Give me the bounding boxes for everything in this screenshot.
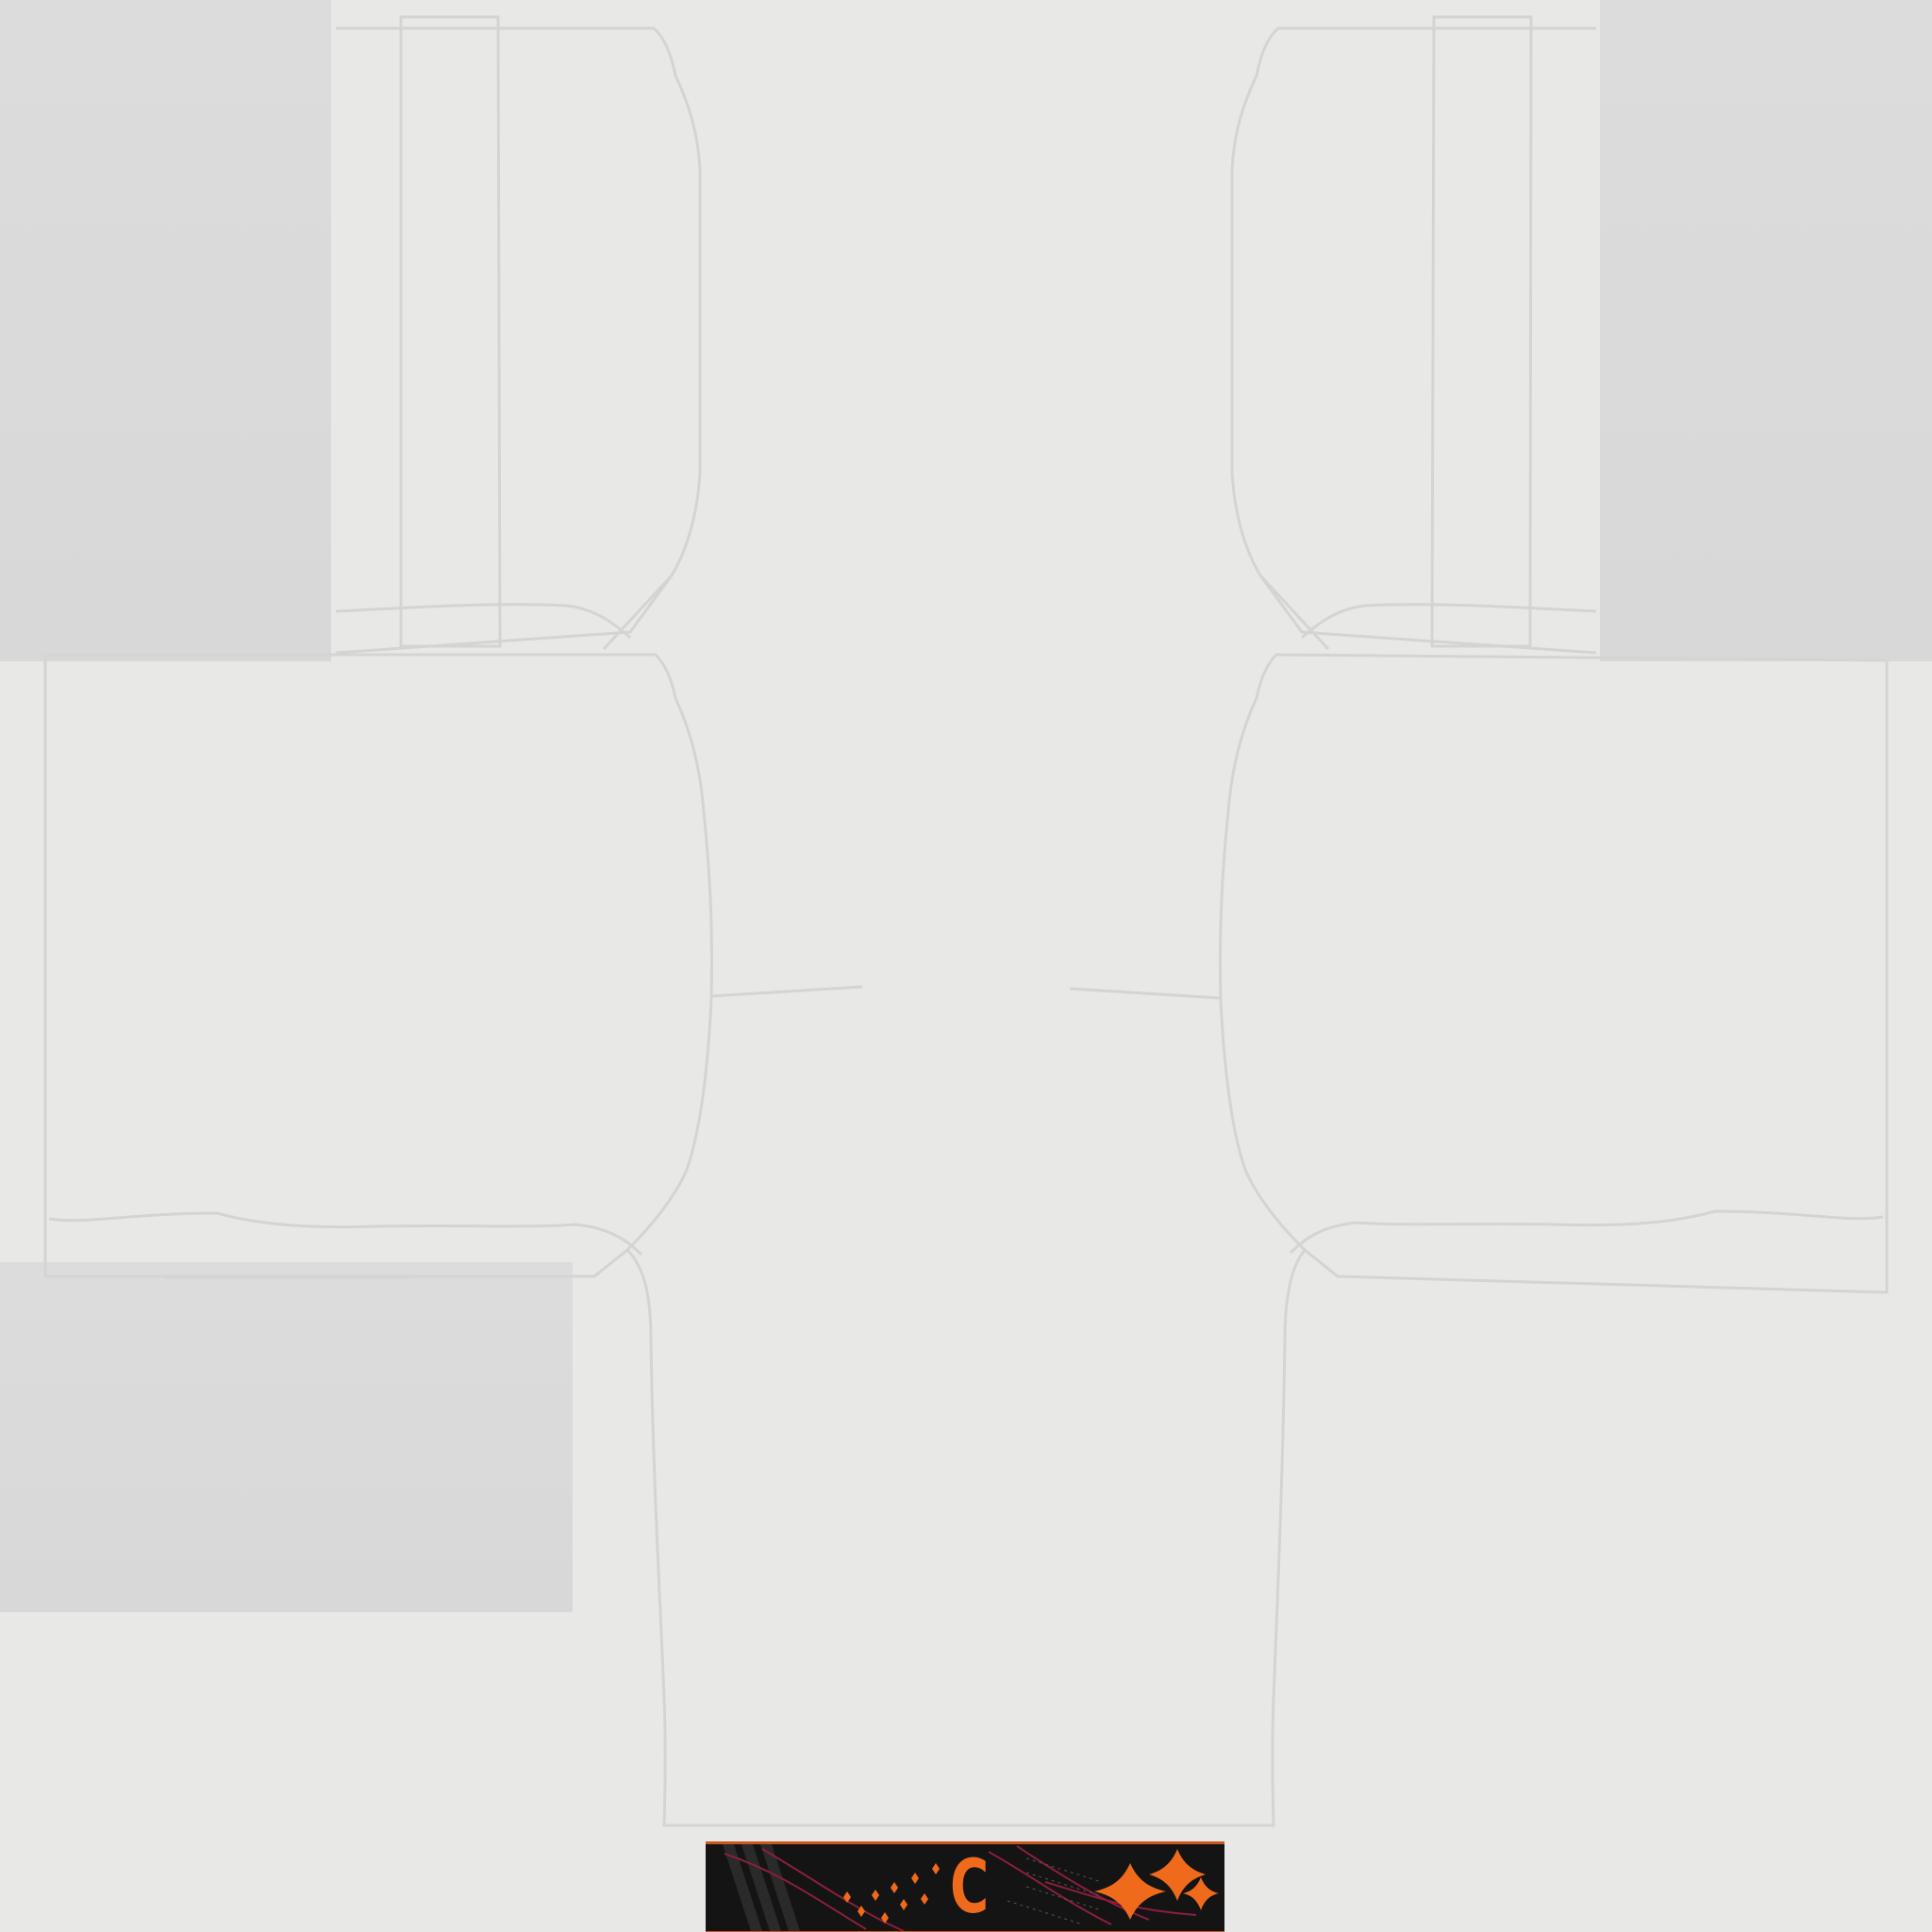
right-sleeve-hem: [1301, 603, 1597, 640]
captain-letter: C: [950, 1845, 990, 1930]
stripes-icon: [723, 1844, 800, 1931]
left-sleeve-outline: [335, 26, 702, 655]
top-right-panel: [1600, 0, 1932, 661]
left-torso-outline: [43, 653, 714, 1278]
right-torso-outline: [1218, 653, 1889, 1294]
right-sleeve-cuff: [1430, 15, 1533, 648]
left-sleeve-hem: [335, 603, 631, 640]
armband-pattern: [723, 1844, 1219, 1931]
right-sleeve-underarm: [1258, 574, 1330, 651]
left-sleeve-underarm: [602, 574, 674, 651]
left-sleeve-cuff-left: [399, 15, 502, 648]
left-chest-seam: [710, 985, 863, 998]
bottom-left-panel: [0, 1262, 573, 1612]
left-torso-hem: [48, 1211, 643, 1257]
right-torso-hem: [1289, 1209, 1884, 1255]
top-left-panel: [0, 0, 331, 661]
right-chest-seam: [1069, 987, 1222, 1000]
captain-armband: C: [706, 1841, 1224, 1932]
lower-body-outline: [625, 1248, 1307, 1827]
star-burst-icon: [1094, 1849, 1219, 1920]
right-sleeve-outline: [1230, 26, 1597, 655]
diamond-sparkles-icon: [843, 1863, 940, 1924]
